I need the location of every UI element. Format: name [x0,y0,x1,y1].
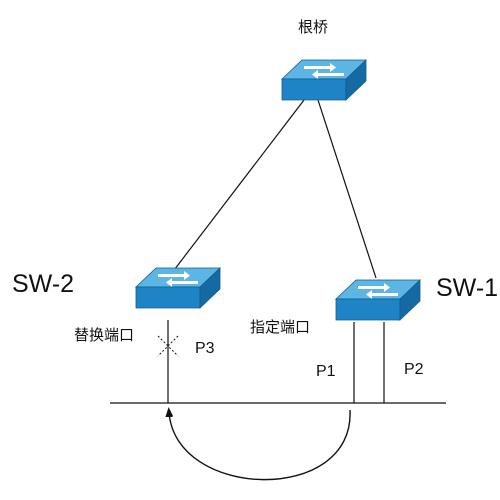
designated-port-label: 指定端口 [250,318,311,336]
sw1-switch-icon [334,279,422,321]
sw2-label: SW-2 [12,270,75,298]
port-p1-label: P1 [316,363,336,380]
curved-arrow [165,407,351,481]
root-bridge-switch-icon [280,59,368,101]
root-bridge-label: 根桥 [298,18,329,36]
port-p2-label: P2 [404,361,424,378]
blocked-port-marker [157,335,179,357]
link-root-to-sw2 [167,99,305,279]
sw1-label: SW-1 [436,274,499,302]
link-root-to-sw1 [317,99,377,279]
port-p3-label: P3 [195,340,215,357]
sw2-switch-icon [134,267,222,309]
alternate-port-label: 替换端口 [74,326,135,344]
